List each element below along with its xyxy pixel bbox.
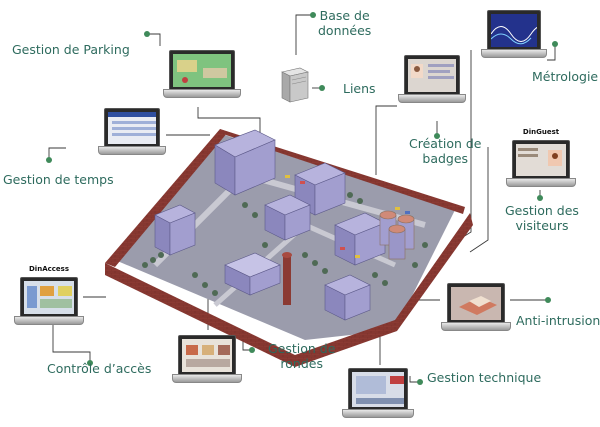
brand-dinaccess: DinAccess <box>29 265 69 273</box>
label-gestion-parking: Gestion de Parking <box>12 42 130 57</box>
label-base-donnees: Base de données <box>318 8 372 38</box>
label-anti-intrusion: Anti-intrusion <box>516 313 600 328</box>
laptop-visiteurs: DinGuest <box>506 128 576 187</box>
label-liens: Liens <box>343 81 376 96</box>
laptop-parking <box>163 50 241 98</box>
label-gestion-visiteurs: Gestion des visiteurs <box>505 203 579 233</box>
campus-illustration <box>105 129 473 367</box>
label-creation-badges: Création de badges <box>409 136 482 166</box>
laptop-badges <box>398 55 466 103</box>
laptop-technique <box>342 368 414 418</box>
laptop-metrologie <box>481 10 547 58</box>
label-controle-acces: Contrôle d’accès <box>47 361 152 376</box>
label-metrologie: Métrologie <box>532 69 599 84</box>
label-gestion-temps: Gestion de temps <box>3 172 114 187</box>
laptop-rondes <box>172 335 242 383</box>
label-gestion-rondes: Gestion de rondes <box>268 341 336 371</box>
node-dot-icon <box>46 12 558 385</box>
server-icon <box>280 66 310 104</box>
brand-dinguest: DinGuest <box>522 128 560 136</box>
laptop-temps <box>98 108 166 155</box>
label-gestion-technique: Gestion technique <box>427 370 542 385</box>
laptop-controle-acces: DinAccess <box>14 265 84 325</box>
laptop-anti-intrusion <box>441 283 511 331</box>
